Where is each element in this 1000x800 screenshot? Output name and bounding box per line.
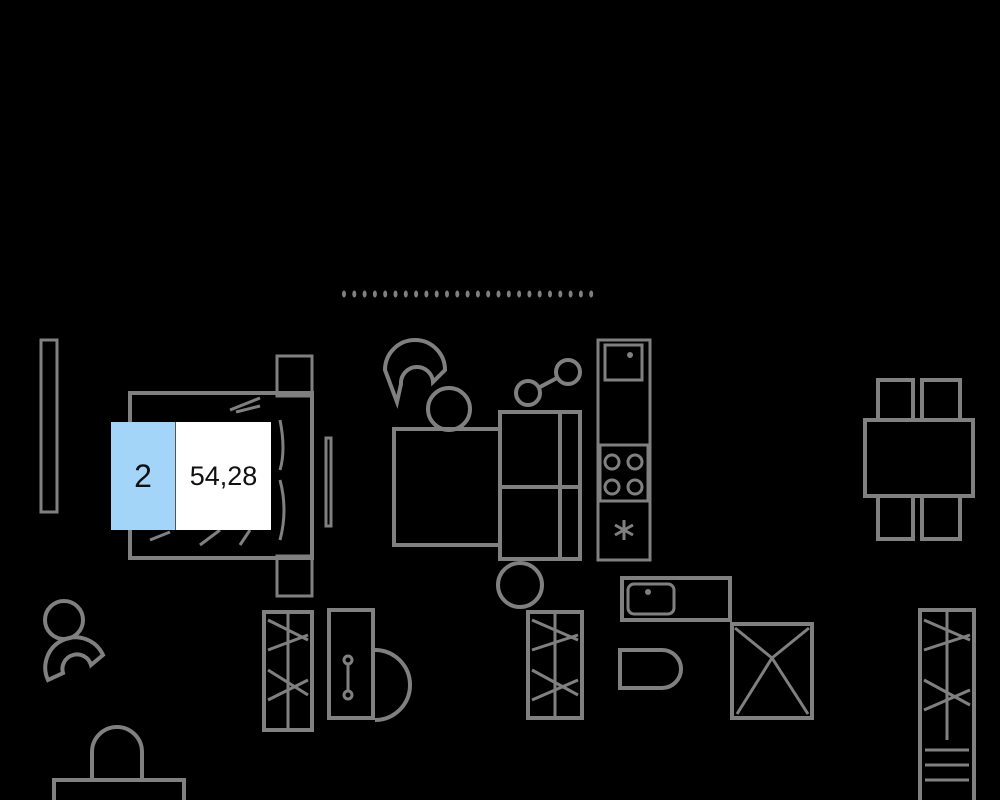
window-dot: [372, 290, 377, 298]
window-dot: [486, 290, 491, 298]
window-dot: [496, 290, 501, 298]
window-dotted-line: [342, 290, 594, 298]
wardrobe-left: [262, 610, 314, 732]
window-dot: [403, 290, 408, 298]
sofa: [392, 410, 582, 609]
window-dot: [383, 290, 388, 298]
window-dot: [352, 290, 357, 298]
dining-table: [863, 378, 975, 541]
window-dot: [455, 290, 460, 298]
window-dot: [424, 290, 429, 298]
window-dot: [362, 290, 367, 298]
window-dot: [445, 290, 449, 298]
apartment-badge: 2 54,28: [111, 422, 271, 530]
kitchen: [596, 338, 652, 562]
window-left: [39, 338, 59, 514]
window-dot: [537, 290, 542, 298]
window-dot: [568, 290, 573, 298]
window-dot: [414, 290, 419, 298]
window-dot: [558, 290, 563, 298]
window-dot: [578, 290, 583, 298]
window-dot: [393, 290, 398, 298]
window-dot: [548, 290, 552, 298]
window-dot: [517, 290, 522, 298]
wardrobe-right: [918, 608, 976, 800]
area-value: 54,28: [176, 422, 271, 530]
window-dot: [475, 290, 480, 298]
armchair: [382, 338, 472, 432]
bathroom: [618, 576, 814, 720]
window-dot: [589, 290, 594, 298]
window-dot: [434, 290, 439, 298]
window-dot: [465, 290, 470, 298]
rooms-count: 2: [111, 422, 176, 530]
window-dot: [527, 290, 532, 298]
wardrobe-center: [526, 610, 584, 720]
floor-lamp: [514, 358, 582, 407]
window-dot: [342, 290, 346, 298]
window-dot: [506, 290, 511, 298]
armchair-bottom: [43, 599, 106, 683]
desk: [52, 725, 186, 800]
door: [327, 608, 412, 722]
